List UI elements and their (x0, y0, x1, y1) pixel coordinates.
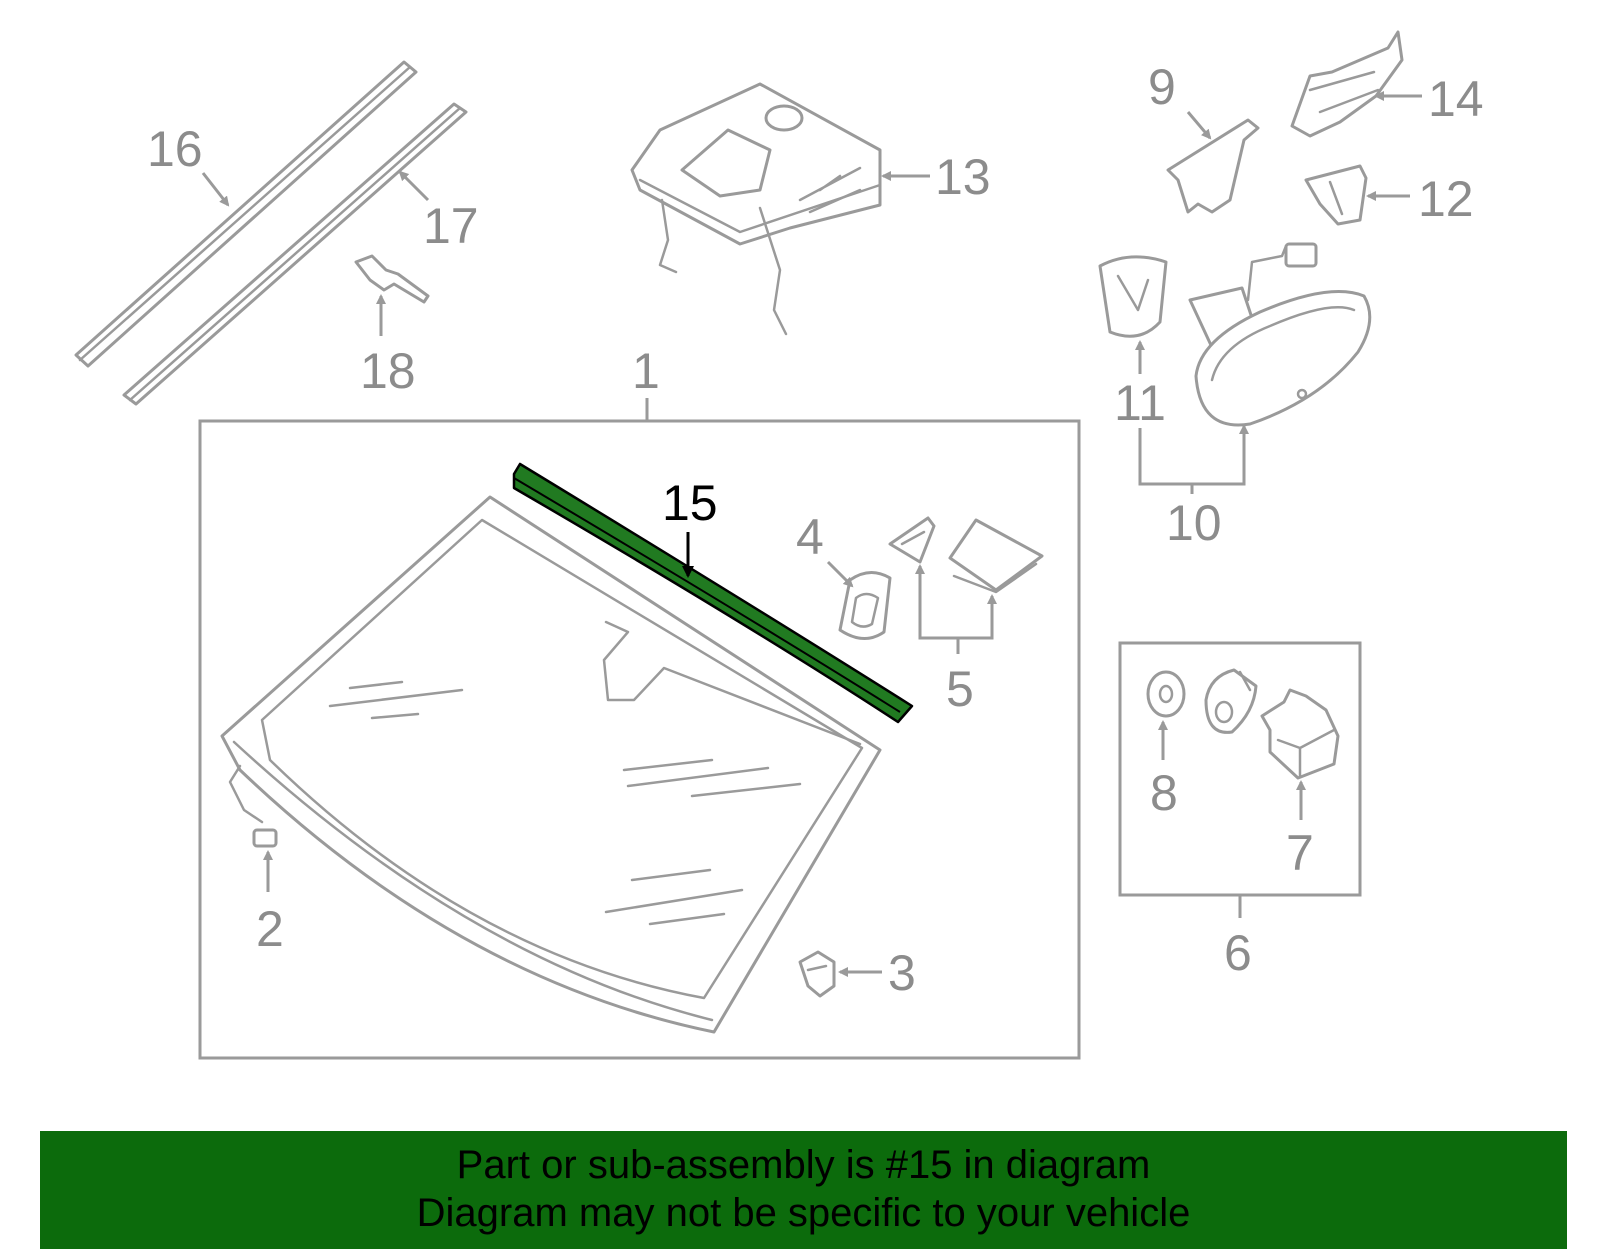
part-14-cover[interactable] (1290, 30, 1404, 138)
part-4-clip[interactable] (838, 571, 892, 640)
grommet-part[interactable] (1204, 668, 1258, 734)
part-13-module[interactable] (630, 82, 882, 336)
callout-4: 4 (796, 509, 824, 565)
callout-5: 5 (946, 661, 974, 717)
leader-4 (826, 560, 854, 588)
leader-16 (201, 172, 230, 207)
part-3-clip[interactable] (798, 950, 836, 998)
banner-line-2: Diagram may not be specific to your vehi… (416, 1191, 1191, 1235)
callout-13: 13 (935, 149, 991, 205)
callout-12: 12 (1418, 171, 1474, 227)
callout-9: 9 (1148, 59, 1176, 115)
part-10-mirror[interactable] (1188, 242, 1372, 427)
callout-14: 14 (1428, 71, 1484, 127)
leader-17 (398, 170, 430, 202)
callout-15: 15 (662, 475, 718, 531)
callout-1: 1 (632, 343, 660, 399)
callout-3: 3 (888, 945, 916, 1001)
callout-18: 18 (360, 343, 416, 399)
callout-16: 16 (147, 121, 203, 177)
windshield-glass[interactable] (220, 495, 882, 1034)
part-18-clip[interactable] (354, 254, 430, 304)
info-banner: Part or sub-assembly is #15 in diagram D… (40, 1131, 1567, 1249)
callout-10: 10 (1166, 495, 1222, 551)
part-17-molding[interactable] (122, 102, 468, 406)
banner-line-1: Part or sub-assembly is #15 in diagram (456, 1143, 1151, 1187)
part-15-molding-highlighted[interactable] (512, 462, 914, 724)
windshield-assembly-box (198, 419, 1081, 1060)
leader-9 (1186, 111, 1212, 140)
callout-17: 17 (423, 198, 479, 254)
callout-8: 8 (1150, 765, 1178, 821)
part-5-covers[interactable] (888, 516, 1044, 594)
part-9-cover[interactable] (1166, 118, 1260, 214)
leader-5-bracket (918, 572, 994, 640)
part-16-molding[interactable] (74, 60, 418, 368)
part-12-bracket[interactable] (1304, 164, 1368, 226)
callout-7: 7 (1286, 825, 1314, 881)
callout-11: 11 (1114, 375, 1166, 431)
part-8-washer[interactable] (1146, 670, 1186, 718)
part-11-cover[interactable] (1098, 255, 1168, 338)
part-7-sensor[interactable] (1260, 688, 1340, 780)
callout-2: 2 (256, 901, 284, 957)
callout-6: 6 (1224, 925, 1252, 981)
leader-10-bracket (1138, 428, 1246, 486)
